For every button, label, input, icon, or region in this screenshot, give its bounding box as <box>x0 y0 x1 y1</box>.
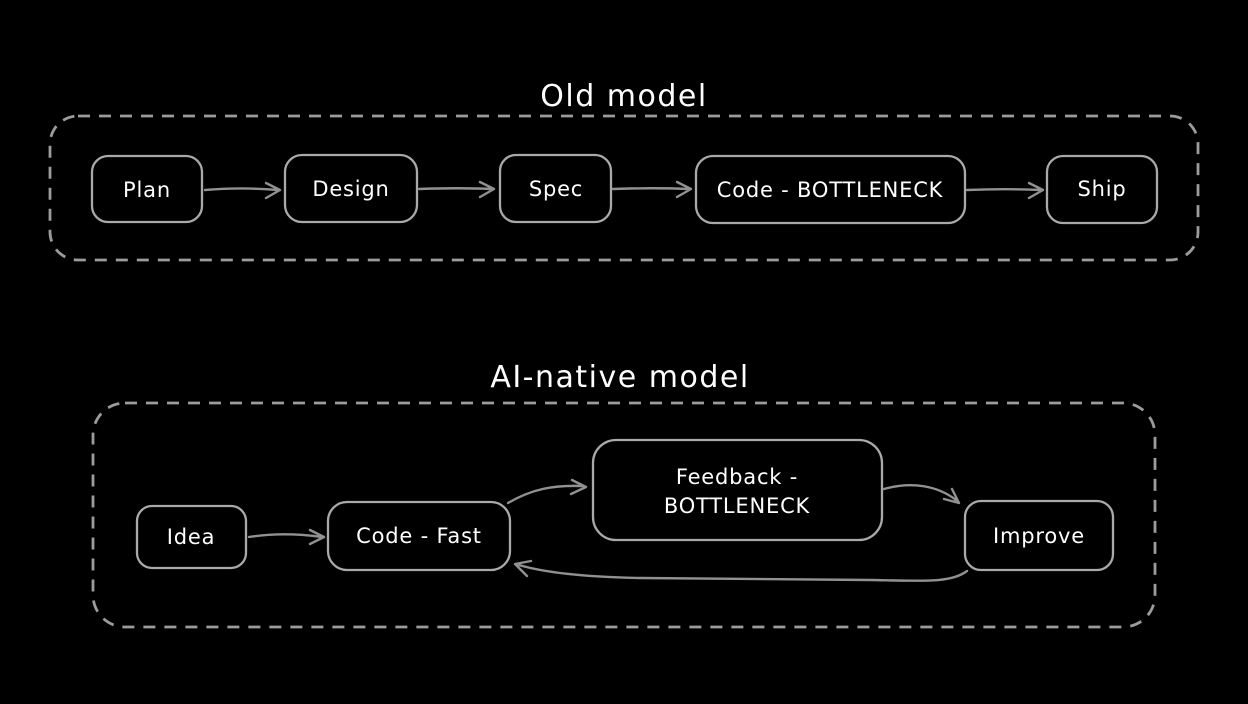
node-idea-label: Idea <box>167 525 216 549</box>
arrow-improve-to-code-fast-return <box>513 559 969 582</box>
ai-native-model-container <box>91 401 1157 629</box>
arrow-design-to-spec <box>417 180 496 199</box>
node-spec-label: Spec <box>529 177 583 201</box>
node-code-fast <box>326 500 512 572</box>
ai-native-model-section: AI-native model Idea Code - Fast Feedbac… <box>91 360 1157 629</box>
old-model-container <box>48 114 1200 262</box>
arrow-plan-to-design <box>203 181 282 200</box>
arrow-idea-to-code-fast <box>247 528 326 546</box>
node-design-label: Design <box>312 177 389 201</box>
node-improve <box>963 499 1115 572</box>
node-plan-label: Plan <box>123 178 171 202</box>
node-idea <box>135 504 248 570</box>
node-improve-label: Improve <box>993 524 1085 548</box>
arrow-feedback-to-improve <box>882 483 961 505</box>
old-model-title: Old model <box>540 79 707 114</box>
node-feedback-bottleneck-label-line2: BOTTLENECK <box>664 494 811 518</box>
node-code-bottleneck-label: Code - BOTTLENECK <box>717 178 944 202</box>
node-code-fast-label: Code - Fast <box>356 524 482 548</box>
ai-native-model-title: AI-native model <box>490 360 749 395</box>
node-design <box>283 153 419 224</box>
node-spec <box>498 153 613 224</box>
node-ship <box>1045 154 1159 225</box>
node-feedback-bottleneck-label-line1: Feedback - <box>676 465 798 489</box>
node-feedback-bottleneck <box>591 438 884 542</box>
arrow-code-to-ship <box>965 181 1045 200</box>
old-model-section: Old model Plan Design Spec Code - BOTTLE… <box>48 79 1200 262</box>
node-ship-label: Ship <box>1077 177 1126 201</box>
node-plan <box>90 154 204 224</box>
arrow-spec-to-code <box>611 180 693 199</box>
arrow-code-fast-to-feedback <box>506 478 588 505</box>
node-code-bottleneck <box>694 154 967 225</box>
